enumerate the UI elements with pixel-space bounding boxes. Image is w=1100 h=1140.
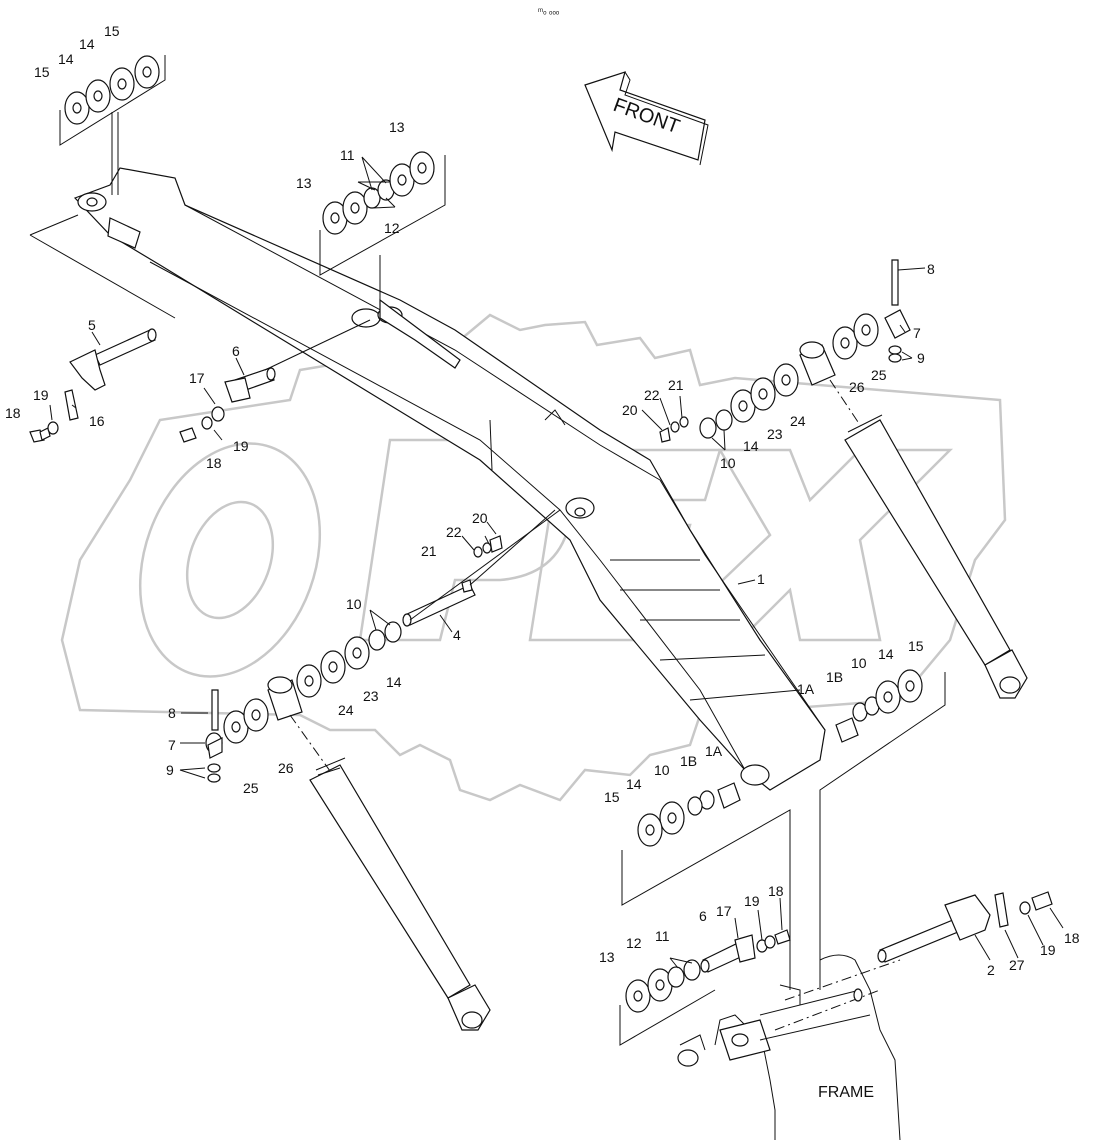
callout-18: 18 <box>5 405 21 421</box>
callout-2: 2 <box>987 962 995 978</box>
callout-21: 21 <box>668 377 684 393</box>
callout-19: 19 <box>744 893 760 909</box>
callout-20: 20 <box>472 510 488 526</box>
callout-6: 6 <box>232 343 240 359</box>
washer-stack-upper-middle <box>319 151 446 305</box>
header-mark: ᵐₒ ₒₒₒ <box>538 6 560 16</box>
callout-12: 12 <box>626 935 642 951</box>
callout-5: 5 <box>88 317 96 333</box>
boom-assembly <box>73 167 826 791</box>
pin-parts-right-upper <box>832 259 911 363</box>
callout-24: 24 <box>338 702 354 718</box>
callout-7: 7 <box>168 737 176 753</box>
pin-6-lower <box>700 929 791 973</box>
callout-1a: 1A <box>705 743 723 759</box>
callout-26: 26 <box>278 760 294 776</box>
washer-stack-top-left <box>29 55 176 319</box>
pin-parts-left-lower <box>205 689 269 783</box>
callout-8: 8 <box>168 705 176 721</box>
callout-25: 25 <box>871 367 887 383</box>
callout-14: 14 <box>878 646 894 662</box>
callout-18: 18 <box>1064 930 1080 946</box>
frame <box>677 954 901 1140</box>
callout-26: 26 <box>849 379 865 395</box>
callout-14: 14 <box>386 674 402 690</box>
bolt-clip-right <box>659 416 689 443</box>
callout-15: 15 <box>104 23 120 39</box>
callout-27: 27 <box>1009 957 1025 973</box>
pin-5 <box>69 328 157 391</box>
callout-12: 12 <box>384 220 400 236</box>
callout-14: 14 <box>79 36 95 52</box>
callout-10: 10 <box>654 762 670 778</box>
callout-9: 9 <box>166 762 174 778</box>
leader-lines <box>49 181 1064 969</box>
callout-11: 11 <box>655 928 670 944</box>
pin-2 <box>877 894 991 963</box>
boom-cylinder-left <box>267 676 491 1031</box>
bolt-clip-middle <box>473 535 503 558</box>
callout-11: 11 <box>340 147 355 163</box>
front-arrow-icon <box>584 71 709 166</box>
callout-10: 10 <box>720 455 736 471</box>
callout-13: 13 <box>296 175 312 191</box>
callout-15: 15 <box>34 64 50 80</box>
boom-cylinder-right <box>799 341 1028 699</box>
bolt-washer-left-2 <box>179 406 225 443</box>
washer-stack-bottom-center <box>621 782 791 990</box>
callout-21: 21 <box>421 543 437 559</box>
callout-10: 10 <box>851 655 867 671</box>
callout-1b: 1B <box>680 753 697 769</box>
pin-6-upper <box>224 319 371 403</box>
callout-16: 16 <box>89 413 105 429</box>
callout-1b: 1B <box>826 669 843 685</box>
callout-9: 9 <box>917 350 925 366</box>
washer-stack-right-lower <box>819 669 946 990</box>
callout-19: 19 <box>233 438 249 454</box>
lock-plate-27 <box>994 892 1009 928</box>
callout-23: 23 <box>363 688 379 704</box>
callout-18: 18 <box>206 455 222 471</box>
callout-20: 20 <box>622 402 638 418</box>
bolt-washer-left-1 <box>29 421 59 443</box>
callout-13: 13 <box>599 949 615 965</box>
callout-15: 15 <box>908 638 924 654</box>
callout-1a: 1A <box>797 681 815 697</box>
callout-10: 10 <box>346 596 362 612</box>
callout-6: 6 <box>699 908 707 924</box>
callout-7: 7 <box>913 325 921 341</box>
frame-label: FRAME <box>818 1084 874 1101</box>
callout-25: 25 <box>243 780 259 796</box>
callout-4: 4 <box>453 627 461 643</box>
callout-19: 19 <box>1040 942 1056 958</box>
callout-14: 14 <box>58 51 74 67</box>
pin-4 <box>402 509 561 627</box>
callout-14: 14 <box>626 776 642 792</box>
bolt-washer-right-lower <box>1019 891 1053 915</box>
callout-14: 14 <box>743 438 759 454</box>
callout-labels: 1 1A 1A 1B 1B 2 4 5 6 6 7 7 8 8 9 9 10 1… <box>5 23 1080 978</box>
callout-18: 18 <box>768 883 784 899</box>
callout-15: 15 <box>604 789 620 805</box>
callout-23: 23 <box>767 426 783 442</box>
callout-22: 22 <box>446 524 462 540</box>
callout-22: 22 <box>644 387 660 403</box>
washer-stack-bottom-left <box>619 959 716 1046</box>
callout-8: 8 <box>927 261 935 277</box>
washer-stack-right-upper <box>699 363 799 439</box>
washer-stack-lower-middle <box>296 621 402 698</box>
callout-19: 19 <box>33 387 49 403</box>
callout-24: 24 <box>790 413 806 429</box>
callout-17: 17 <box>189 370 205 386</box>
callout-1: 1 <box>757 571 765 587</box>
callout-17: 17 <box>716 903 732 919</box>
lock-plate-16 <box>64 389 79 421</box>
callout-13: 13 <box>389 119 405 135</box>
